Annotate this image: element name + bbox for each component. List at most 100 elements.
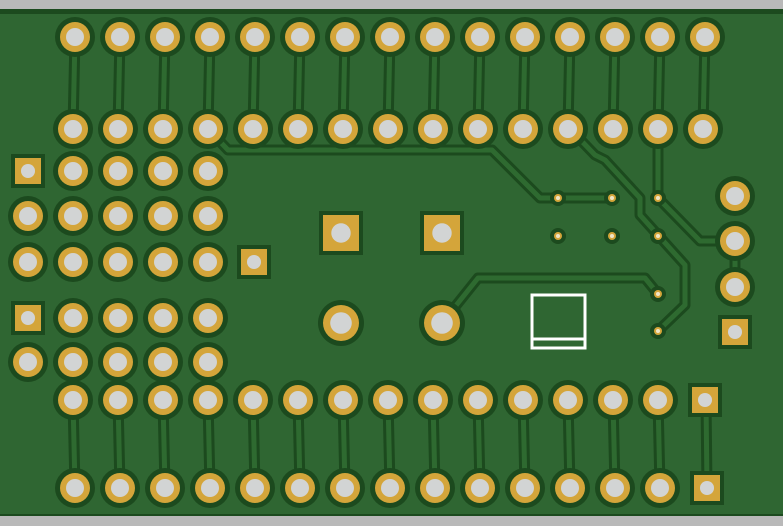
round-pad — [235, 468, 275, 508]
square-pad — [690, 471, 724, 505]
round-pad — [190, 468, 230, 508]
round-pad — [638, 380, 678, 420]
round-pad — [188, 151, 228, 191]
round-pad — [460, 17, 500, 57]
round-pad — [368, 380, 408, 420]
square-pad — [319, 211, 363, 255]
round-pad — [323, 109, 363, 149]
round-pad — [53, 196, 93, 236]
round-pad — [235, 17, 275, 57]
round-pad — [98, 298, 138, 338]
round-pad — [280, 468, 320, 508]
round-pad — [413, 109, 453, 149]
round-pad — [638, 109, 678, 149]
round-pad — [188, 342, 228, 382]
round-pad — [100, 17, 140, 57]
round-pad — [188, 380, 228, 420]
round-pad — [415, 468, 455, 508]
round-pad — [715, 221, 755, 261]
round-pad — [503, 380, 543, 420]
round-pad — [190, 17, 230, 57]
round-pad — [98, 242, 138, 282]
round-pad — [318, 300, 364, 346]
round-pad — [278, 380, 318, 420]
round-pad — [143, 298, 183, 338]
round-pad — [548, 109, 588, 149]
round-pad — [550, 17, 590, 57]
round-pad — [593, 380, 633, 420]
round-pad — [143, 380, 183, 420]
round-pad — [278, 109, 318, 149]
square-pad — [688, 383, 722, 417]
round-pad — [53, 380, 93, 420]
square-pad — [11, 301, 45, 335]
round-pad — [503, 109, 543, 149]
round-pad — [8, 196, 48, 236]
round-pad — [419, 300, 465, 346]
round-pad — [595, 17, 635, 57]
silkscreen-component-outline — [530, 293, 587, 350]
round-pad — [595, 468, 635, 508]
round-pad — [550, 468, 590, 508]
round-pad — [233, 380, 273, 420]
round-pad — [143, 151, 183, 191]
round-pad — [188, 298, 228, 338]
round-pad — [143, 196, 183, 236]
round-pad — [98, 151, 138, 191]
round-pad — [100, 468, 140, 508]
square-pad — [11, 154, 45, 188]
round-pad — [640, 468, 680, 508]
round-pad — [593, 109, 633, 149]
round-pad — [188, 242, 228, 282]
round-pad — [325, 468, 365, 508]
round-pad — [98, 380, 138, 420]
round-pad — [413, 380, 453, 420]
round-pad — [460, 468, 500, 508]
round-pad — [188, 196, 228, 236]
round-pad — [685, 17, 725, 57]
round-pad — [8, 242, 48, 282]
round-pad — [8, 342, 48, 382]
round-pad — [145, 17, 185, 57]
round-pad — [325, 17, 365, 57]
round-pad — [370, 17, 410, 57]
round-pad — [715, 176, 755, 216]
round-pad — [505, 468, 545, 508]
square-pad — [420, 211, 464, 255]
round-pad — [458, 109, 498, 149]
round-pad — [53, 109, 93, 149]
round-pad — [683, 109, 723, 149]
round-pad — [458, 380, 498, 420]
round-pad — [188, 109, 228, 149]
round-pad — [98, 342, 138, 382]
square-pad — [718, 315, 752, 349]
round-pad — [55, 468, 95, 508]
round-pad — [505, 17, 545, 57]
round-pad — [98, 196, 138, 236]
round-pad — [55, 17, 95, 57]
round-pad — [280, 17, 320, 57]
round-pad — [143, 109, 183, 149]
round-pad — [53, 298, 93, 338]
round-pad — [715, 267, 755, 307]
round-pad — [143, 242, 183, 282]
round-pad — [98, 109, 138, 149]
round-pad — [143, 342, 183, 382]
trace — [567, 126, 688, 334]
pads — [8, 17, 755, 508]
trace — [439, 275, 661, 326]
round-pad — [233, 109, 273, 149]
round-pad — [368, 109, 408, 149]
round-pad — [53, 242, 93, 282]
vias — [550, 190, 666, 339]
round-pad — [145, 468, 185, 508]
square-pad — [237, 245, 271, 279]
round-pad — [640, 17, 680, 57]
round-pad — [370, 468, 410, 508]
round-pad — [53, 151, 93, 191]
round-pad — [53, 342, 93, 382]
round-pad — [415, 17, 455, 57]
round-pad — [323, 380, 363, 420]
round-pad — [548, 380, 588, 420]
